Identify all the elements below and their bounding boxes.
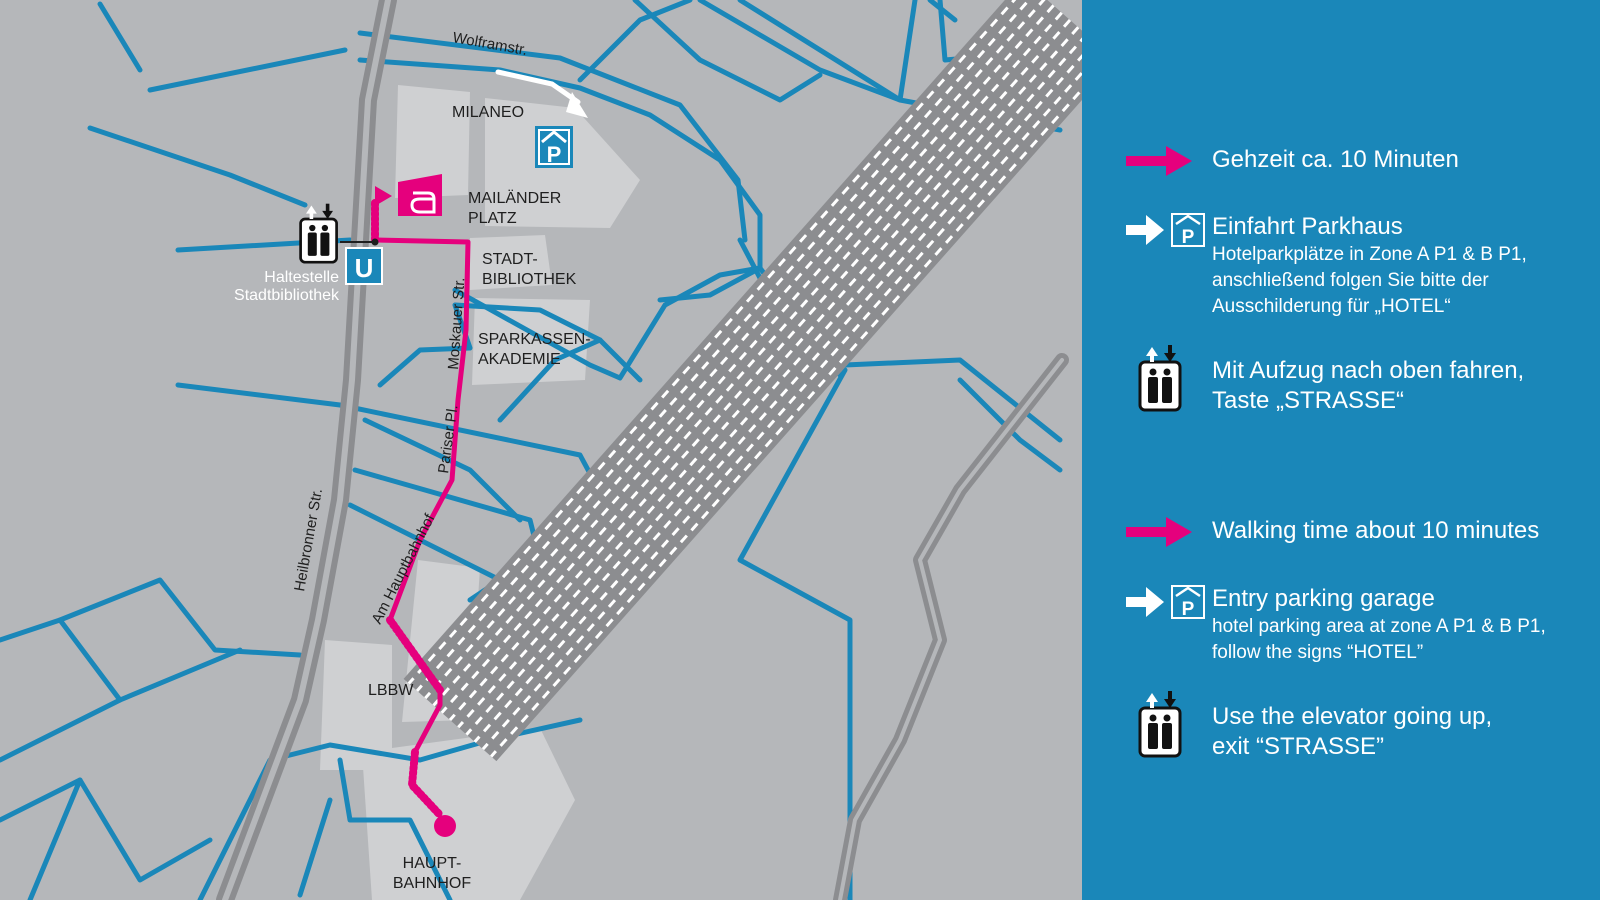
destination-marker [434, 815, 456, 837]
label-mailaender-2: PLATZ [468, 210, 517, 227]
legend-walking-de-text: Gehzeit ca. 10 Minuten [1212, 146, 1459, 173]
legend-parking-en-title: Entry parking garage [1212, 585, 1435, 612]
parking-sign-icon: P [535, 126, 573, 168]
legend-elevator-de-line2: Taste „STRASSE“ [1212, 387, 1405, 414]
label-milaneo: MILANEO [452, 104, 524, 121]
legend-parking-de-title: Einfahrt Parkhaus [1212, 213, 1403, 240]
legend-elevator-en-line1: Use the elevator going up, [1212, 703, 1493, 730]
ubahn-stop-label: U [355, 253, 374, 283]
label-stop-2: Stadtbibliothek [234, 287, 340, 304]
legend-parking-en-line1: hotel parking area at zone A P1 & B P1, [1212, 616, 1546, 637]
pink-arrow-icon [1126, 146, 1192, 176]
svg-text:P: P [1182, 227, 1195, 248]
parking-entry-arrow [495, 69, 588, 118]
parking-entry-icon: P [1126, 213, 1205, 248]
label-stadtbib-2: BIBLIOTHEK [482, 271, 577, 288]
pink-arrow-icon [1126, 517, 1192, 547]
legend-parking-de-line3: Ausschilderung für „HOTEL“ [1212, 296, 1451, 317]
city-map: P U MILANEO M [0, 0, 1082, 900]
parking-entry-icon: P [1126, 585, 1205, 620]
legend-panel: Gehzeit ca. 10 Minuten P Einfahrt Parkha… [1082, 0, 1600, 900]
legend-walking-en-text: Walking time about 10 minutes [1212, 517, 1540, 544]
label-mailaender-1: MAILÄNDER [468, 189, 561, 207]
label-hbf-2: BAHNHOF [393, 875, 471, 892]
label-sparkassen-2: AKADEMIE [478, 351, 561, 368]
label-stop-1: Haltestelle [264, 269, 339, 286]
label-stadtbib-1: STADT- [482, 251, 538, 268]
elevator-icon [299, 203, 379, 264]
grey-roads [216, 0, 1069, 900]
legend-parking-de-line2: anschließend folgen Sie bitte der [1212, 270, 1489, 291]
hotel-logo-icon [398, 174, 442, 216]
parking-sign-label: P [547, 142, 562, 167]
label-sparkassen-1: SPARKASSEN- [478, 331, 591, 348]
elevator-icon [1138, 691, 1182, 758]
rail-tracks [403, 0, 1082, 762]
legend-parking-en-line2: follow the signs “HOTEL” [1212, 642, 1424, 663]
svg-text:P: P [1182, 599, 1195, 620]
walking-route [371, 186, 471, 819]
legend-parking-de-line1: Hotelparkplätze in Zone A P1 & B P1, [1212, 244, 1527, 265]
ubahn-stop-icon: U [345, 247, 383, 285]
legend-elevator-de-line1: Mit Aufzug nach oben fahren, [1212, 357, 1525, 384]
place-labels: MILANEO MAILÄNDER PLATZ STADT- BIBLIOTHE… [234, 104, 591, 892]
label-hbf-1: HAUPT- [403, 855, 462, 872]
label-lbbw: LBBW [368, 682, 414, 699]
street-moskauer: Moskauer Str. [445, 277, 468, 371]
legend-elevator-en-line2: exit “STRASSE” [1212, 733, 1385, 760]
elevator-icon [1138, 345, 1182, 412]
